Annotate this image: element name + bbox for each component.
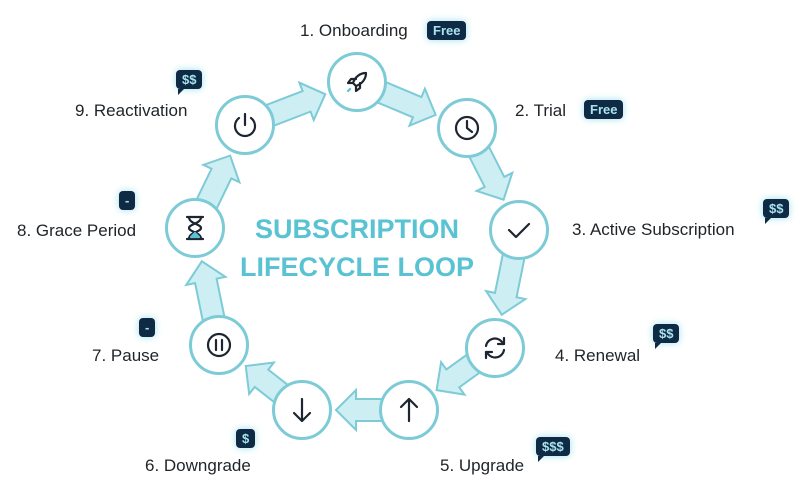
- refresh-icon: [484, 336, 506, 360]
- stage-8-label: 8. Grace Period: [17, 221, 137, 240]
- stage-6-node: [272, 380, 332, 440]
- stage-5-node: [379, 380, 439, 440]
- stage-7-label: 7. Pause: [92, 346, 160, 365]
- stage-6-badge: $: [236, 429, 256, 448]
- stage-5-badge: $$$: [536, 437, 570, 462]
- loop-arrow-7: [184, 259, 229, 327]
- stage-9-label: 9. Reactivation: [75, 101, 188, 120]
- stage-4-node: [465, 318, 525, 378]
- stage-8-node: [165, 198, 225, 258]
- diagram-title-line2: LIFECYCLE LOOP: [239, 252, 474, 282]
- stage-1-node: [327, 52, 387, 112]
- stage-8-badge: -: [119, 191, 136, 210]
- loop-arrow-9: [260, 80, 327, 129]
- stage-2-label: 2. Trial: [515, 101, 567, 120]
- stage-1-label: 1. Onboarding: [300, 21, 408, 40]
- stage-6-label: 6. Downgrade: [145, 456, 251, 475]
- loop-arrow-1: [371, 79, 437, 128]
- loop-arrow-2: [465, 141, 514, 201]
- stage-3-label: 3. Active Subscription: [572, 220, 735, 239]
- stage-3-node: [489, 200, 549, 260]
- arrow-down-icon: [292, 397, 312, 423]
- stage-4-label: 4. Renewal: [555, 346, 641, 365]
- stage-7-badge: -: [139, 318, 156, 337]
- stage-7-node: [189, 315, 249, 375]
- stage-5-label: 5. Upgrade: [440, 456, 525, 475]
- pause-icon: [206, 332, 232, 358]
- hourglass-icon: [185, 215, 205, 241]
- arrow-up-icon: [399, 397, 419, 423]
- stage-9-badge: $$: [176, 70, 203, 95]
- stage-3-badge: $$: [763, 199, 790, 224]
- stage-1-badge: Free: [427, 21, 467, 40]
- stage-4-badge: $$: [653, 324, 680, 349]
- rocket-icon: [346, 71, 368, 93]
- stage-9-node: [215, 95, 275, 155]
- loop-arrow-3: [483, 248, 528, 317]
- diagram-title-line1: SUBSCRIPTION: [254, 214, 460, 244]
- stage-2-badge: Free: [584, 100, 624, 119]
- power-icon: [233, 112, 257, 138]
- stage-2-node: [437, 98, 497, 158]
- check-icon: [507, 222, 531, 239]
- clock-icon: [454, 115, 480, 141]
